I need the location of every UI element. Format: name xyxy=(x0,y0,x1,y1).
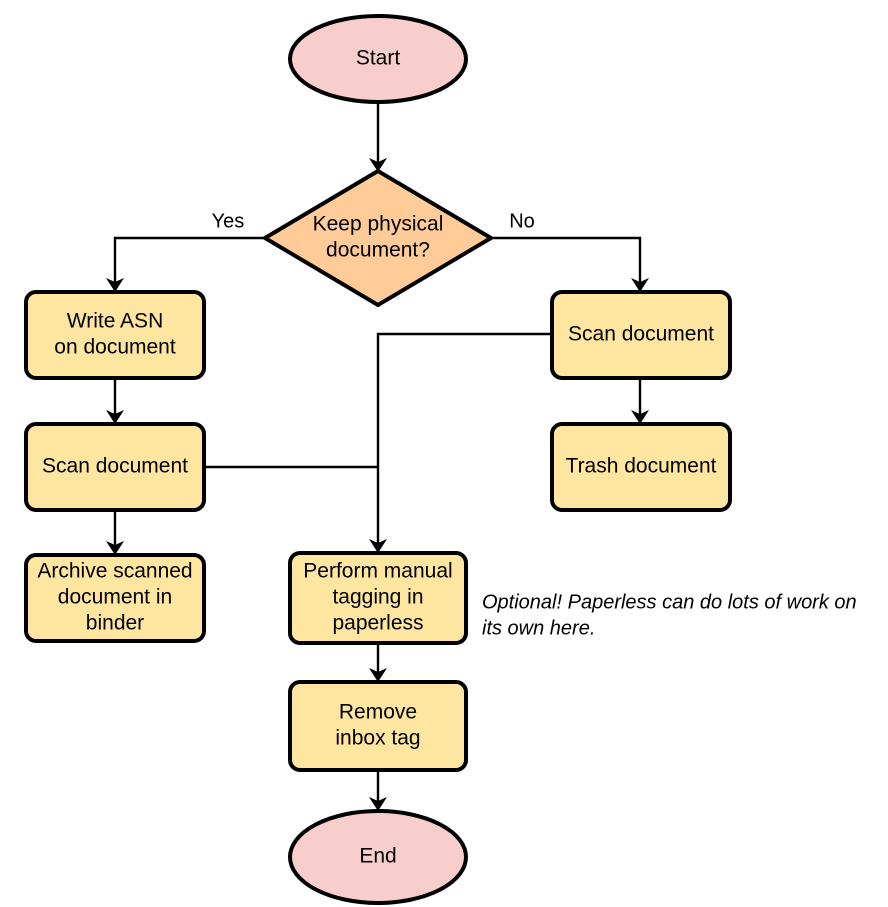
edge-path xyxy=(376,332,552,547)
edge-path xyxy=(113,236,265,286)
annotations-layer: Optional! Paperless can do lots of work … xyxy=(482,591,857,639)
text-line: document? xyxy=(326,239,430,262)
text-line: Start xyxy=(356,47,401,70)
node-keep-physical[interactable]: Keep physical document? xyxy=(263,169,493,307)
edge-write-asn-to-scan-left xyxy=(106,378,124,424)
text-line: Scan document xyxy=(568,323,714,346)
annotation-optional-note: Optional! Paperless can do lots of work … xyxy=(482,591,857,639)
edge-scan-right-to-trash xyxy=(631,378,649,424)
process-box-shape xyxy=(288,551,468,645)
text-line: paperless xyxy=(332,612,423,635)
arrowhead-icon xyxy=(106,541,124,555)
text-line: Perform manual xyxy=(303,560,452,583)
text-line: document in xyxy=(58,586,172,609)
edge-start-to-decision xyxy=(369,102,387,172)
annotation-line: its own here. xyxy=(482,617,595,639)
node-scan-document-left[interactable]: Scan document xyxy=(24,422,206,512)
arrowhead-icon xyxy=(369,668,387,682)
text-line: End xyxy=(359,845,396,868)
process-box-shape xyxy=(288,680,468,772)
arrowhead-icon xyxy=(369,539,387,553)
node-remove-inbox-tag[interactable]: Remove inbox tag xyxy=(288,680,468,772)
arrowhead-icon xyxy=(631,410,649,424)
text-line: Scan document xyxy=(42,455,188,478)
text-line: Write ASN xyxy=(67,310,163,333)
text-line: Archive scanned xyxy=(37,560,192,583)
node-manual-tagging[interactable]: Perform manual tagging in paperless xyxy=(288,551,468,645)
text-line: on document xyxy=(54,336,176,359)
node-archive-binder[interactable]: Archive scanned document in binder xyxy=(24,553,206,643)
text-line: tagging in xyxy=(332,586,423,609)
edge-decision-yes-to-write-asn: Yes xyxy=(106,210,265,292)
arrowhead-icon xyxy=(106,410,124,424)
edge-scan-right-to-manual-tagging xyxy=(369,332,552,553)
edge-remove-inbox-to-end xyxy=(369,770,387,811)
node-end[interactable]: End xyxy=(288,809,468,905)
ellipse-shape xyxy=(288,809,468,905)
process-box-shape xyxy=(24,290,206,380)
arrowhead-icon xyxy=(369,797,387,811)
edge-label-decision-yes-to-write-asn: Yes xyxy=(212,210,245,232)
process-box-shape xyxy=(550,290,732,380)
edge-path xyxy=(491,236,642,286)
edge-decision-no-to-scan-right: No xyxy=(491,210,649,292)
text-line: Trash document xyxy=(566,455,717,478)
arrowhead-icon xyxy=(369,158,387,172)
text-line: Remove xyxy=(339,701,417,724)
edge-scan-left-to-archive xyxy=(106,510,124,555)
arrowhead-icon xyxy=(106,278,124,292)
process-box-shape xyxy=(24,422,206,512)
node-write-asn[interactable]: Write ASN on document xyxy=(24,290,206,380)
process-box-shape xyxy=(550,422,732,512)
arrowhead-icon xyxy=(631,278,649,292)
process-box-shape xyxy=(24,553,206,643)
edge-label-decision-no-to-scan-right: No xyxy=(509,210,535,232)
annotation-line: Optional! Paperless can do lots of work … xyxy=(482,591,857,613)
text-line: Keep physical xyxy=(313,213,444,236)
node-scan-document-right[interactable]: Scan document xyxy=(550,290,732,380)
node-trash-document[interactable]: Trash document xyxy=(550,422,732,512)
edge-manual-tagging-to-remove-inbox xyxy=(369,643,387,682)
text-line: inbox tag xyxy=(335,727,420,750)
edges-layer: Yes No xyxy=(106,102,649,811)
diamond-shape xyxy=(263,169,493,307)
node-start[interactable]: Start xyxy=(288,14,468,104)
ellipse-shape xyxy=(288,14,468,104)
text-line: binder xyxy=(86,612,144,635)
